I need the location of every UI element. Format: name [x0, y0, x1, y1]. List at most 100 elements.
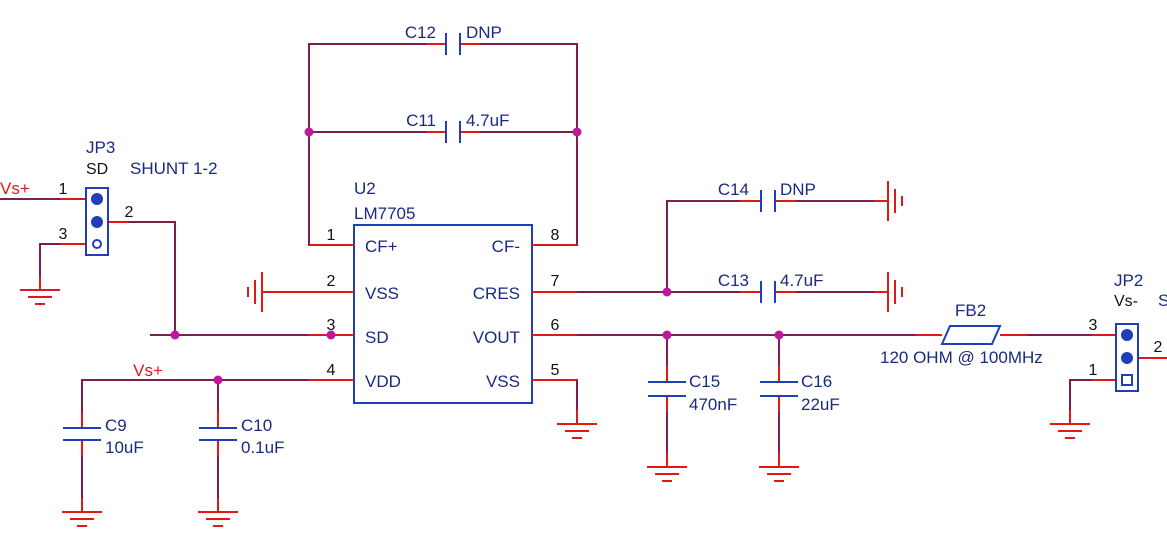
c13-plates	[760, 281, 776, 303]
ground-symbol-c15	[647, 453, 687, 482]
capacitor-c15[interactable]: C15 470nF	[648, 366, 737, 414]
u2-pin8-name: CF-	[492, 237, 520, 256]
c13-value: 4.7uF	[780, 271, 823, 290]
capacitor-c11[interactable]: C11 4.7uF	[406, 111, 509, 143]
ground-symbol-c10	[198, 498, 238, 527]
junction-sd	[170, 330, 180, 340]
c16-plates	[760, 381, 798, 397]
c16-value: 22uF	[801, 395, 840, 414]
jp3-pin3-pad	[92, 239, 102, 249]
junction-vdd	[213, 375, 223, 385]
u2-pin3-num: 3	[327, 317, 336, 334]
c11-plates	[445, 121, 461, 143]
c10-ref: C10	[241, 416, 272, 435]
jp2-ref: JP2	[1114, 271, 1143, 290]
junction-c11-right	[572, 127, 582, 137]
u2-pin8-num: 8	[551, 227, 560, 244]
wire-vss5	[552, 379, 578, 424]
capacitor-c9[interactable]: C9 10uF	[63, 412, 144, 457]
u2-body[interactable]	[353, 224, 533, 404]
u2-ic[interactable]: U2 LM7705 CF+ VSS SD VDD CF- CRES VOUT V…	[262, 179, 577, 404]
c14-value: DNP	[780, 180, 816, 199]
u2-pin5-num: 5	[551, 362, 560, 379]
u2-pin-stubs-left	[262, 244, 354, 381]
capacitor-c14[interactable]: C14 DNP	[718, 180, 816, 212]
jp2-label: Vs-	[1114, 293, 1138, 310]
jp3-pin2-num: 2	[125, 204, 134, 221]
wire-jp3-pin3	[39, 243, 86, 290]
junction-c11-left	[304, 127, 314, 137]
jp3-pin2-pad	[91, 216, 103, 228]
u2-pin7-name: CRES	[473, 284, 520, 303]
u2-pin2-name: VSS	[365, 284, 399, 303]
u2-part: LM7705	[354, 204, 415, 223]
c10-plates	[199, 427, 237, 441]
u2-pin6-num: 6	[551, 317, 560, 334]
c11-value: 4.7uF	[466, 111, 509, 130]
jp2-pin2-pad	[1121, 352, 1133, 364]
fb2-value: 120 OHM @ 100MHz	[880, 348, 1043, 367]
jp3-pin1-num: 1	[59, 181, 68, 198]
capacitor-c12[interactable]: C12 DNP	[405, 23, 502, 55]
jp3-leads	[60, 198, 128, 245]
ground-symbol-u2-vss2	[247, 272, 276, 312]
c15-value: 470nF	[689, 395, 737, 414]
junction-cres	[662, 287, 672, 297]
u2-pin1-name: CF+	[365, 237, 398, 256]
ground-symbol-c13	[874, 272, 903, 312]
jp2-leads	[1092, 334, 1167, 381]
wire-c12-right	[460, 43, 578, 246]
net-vs-plus-left: Vs+	[0, 179, 30, 198]
u2-pin-stubs-right	[532, 244, 577, 381]
wire-jp3-pin2	[108, 221, 176, 335]
junction-vout-c15	[662, 330, 672, 340]
ground-symbol-jp3	[20, 276, 60, 305]
u2-pin2-num: 2	[327, 273, 336, 290]
u2-ref: U2	[354, 179, 376, 198]
jp3-shunt: SHUNT 1-2	[130, 159, 218, 178]
jp2-pin1-num: 1	[1089, 362, 1098, 379]
junction-vout-c16	[774, 330, 784, 340]
jp3-ref: JP3	[86, 138, 115, 157]
capacitor-c16[interactable]: C16 22uF	[760, 366, 840, 414]
jp2-shunt: S	[1158, 291, 1167, 310]
c9-value: 10uF	[105, 438, 144, 457]
jp3-pin1-pad	[91, 193, 103, 205]
ground-symbol-u2-vss5	[557, 410, 597, 439]
c14-ref: C14	[718, 180, 749, 199]
jumper-jp2[interactable]: JP2 Vs- S 3 2 1	[1089, 271, 1167, 392]
capacitor-c10[interactable]: C10 0.1uF	[199, 412, 284, 457]
c16-ref: C16	[801, 372, 832, 391]
ground-symbol-c9	[62, 498, 102, 527]
c11-ref: C11	[406, 111, 436, 130]
c15-plates	[648, 381, 686, 397]
wire-jp2-pin1	[1069, 379, 1118, 424]
jp3-label: SD	[86, 161, 108, 178]
jp2-pin3-num: 3	[1089, 317, 1098, 334]
c12-plates	[445, 33, 461, 55]
c9-ref: C9	[105, 416, 127, 435]
wire-c14	[666, 200, 757, 292]
net-vs-plus-vdd: Vs+	[133, 361, 163, 380]
u2-pin1-num: 1	[327, 227, 336, 244]
jumper-jp3[interactable]: JP3 SD SHUNT 1-2 1 2 3 Vs+	[0, 138, 218, 256]
capacitor-c13[interactable]: C13 4.7uF	[718, 271, 824, 303]
u2-pin3-name: SD	[365, 328, 389, 347]
ground-symbol-jp2	[1050, 410, 1090, 439]
fb2-ref: FB2	[955, 301, 986, 320]
c14-plates	[760, 190, 776, 212]
c12-value: DNP	[466, 23, 502, 42]
jp2-pin1-pad	[1121, 374, 1133, 386]
c9-plates	[63, 427, 101, 441]
c15-ref: C15	[689, 372, 720, 391]
ground-symbol-c14	[874, 181, 903, 221]
u2-pin5-name: VSS	[486, 372, 520, 391]
jp2-pin3-pad	[1121, 329, 1133, 341]
u2-pin4-name: VDD	[365, 372, 401, 391]
jp3-pin3-num: 3	[59, 226, 68, 243]
fb2-body	[940, 325, 1002, 345]
c13-ref: C13	[718, 271, 749, 290]
ferrite-bead-fb2[interactable]: FB2 120 OHM @ 100MHz	[880, 301, 1043, 367]
ground-symbol-c16	[759, 453, 799, 482]
